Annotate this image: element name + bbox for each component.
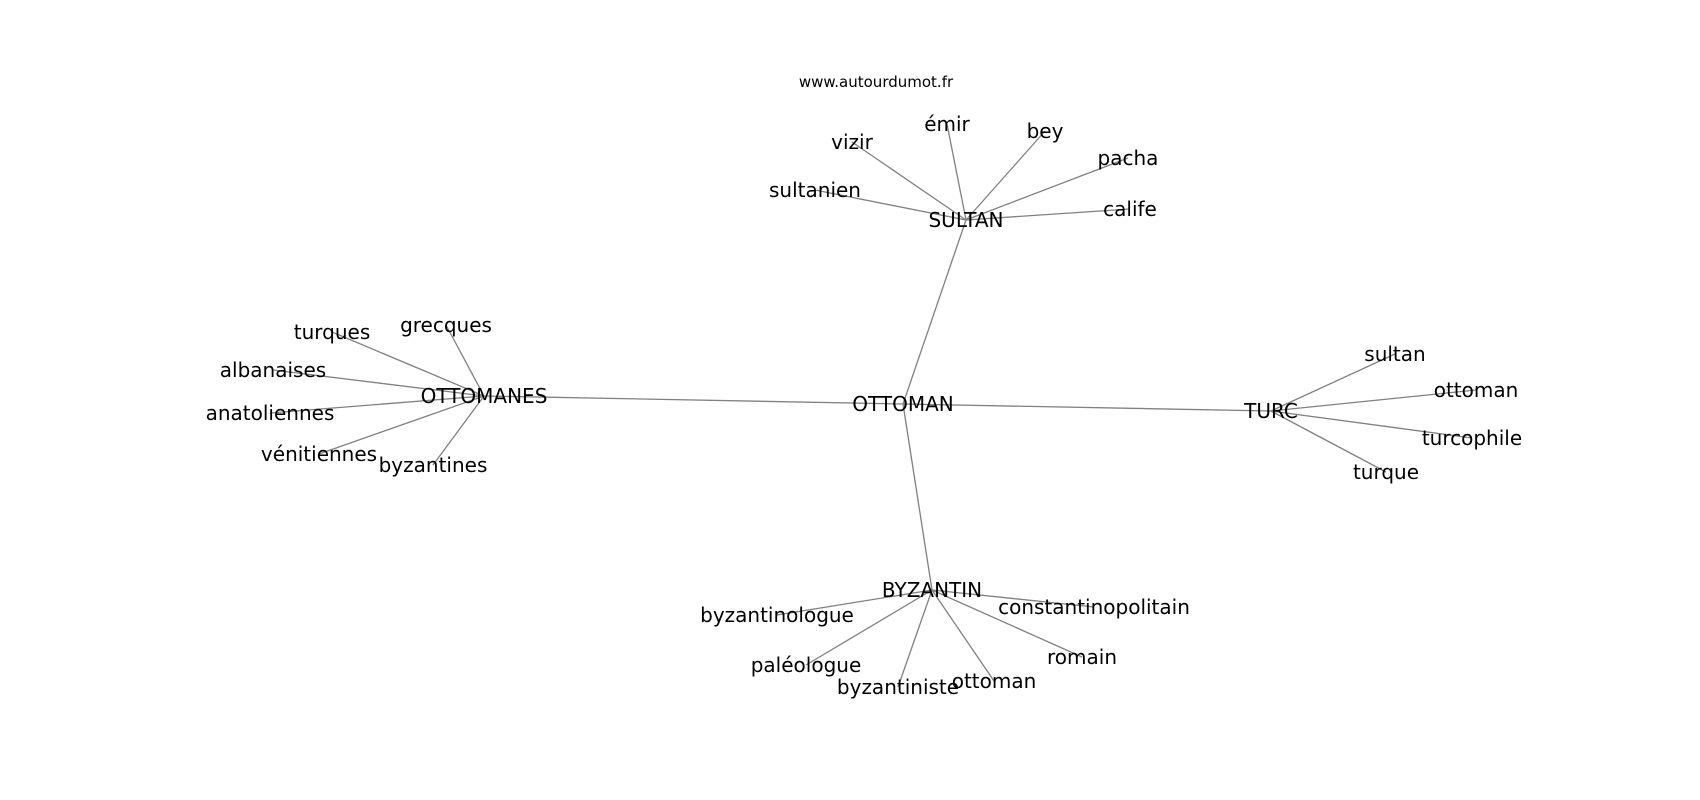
node-turque: turque xyxy=(1353,460,1419,484)
node-ottoman-leaf-byz: ottoman xyxy=(952,669,1037,693)
node-byzantin-hub: BYZANTIN xyxy=(882,578,982,602)
edge-sultan-hub-sultanien xyxy=(814,189,967,221)
edge-ottomanes-hub-albanaises xyxy=(272,369,485,397)
node-sultan-hub: SULTAN xyxy=(928,208,1003,232)
edge-byzantin-hub-byzantiniste xyxy=(897,589,933,688)
node-albanaises: albanaises xyxy=(220,358,326,382)
node-venitiennes: vénitiennes xyxy=(261,442,377,466)
edge-sultan-hub-vizir xyxy=(851,141,967,221)
edge-turc-hub-sultan-leaf xyxy=(1270,353,1396,412)
node-ottomanes-hub: OTTOMANES xyxy=(421,384,548,408)
edge-byzantin-hub-romain xyxy=(931,589,1083,658)
edge-turc-hub-ottoman-leaf-turc xyxy=(1270,389,1477,412)
node-ottoman-center: OTTOMAN xyxy=(852,392,953,416)
node-sultanien: sultanien xyxy=(769,178,861,202)
edge-ottoman-center-byzantin-hub xyxy=(902,403,933,591)
edge-turc-hub-turque xyxy=(1270,410,1387,473)
edge-ottomanes-hub-byzantines xyxy=(432,395,485,466)
node-ottoman-leaf-turc: ottoman xyxy=(1434,378,1519,402)
edge-turc-hub-turcophile xyxy=(1270,410,1473,439)
node-romain: romain xyxy=(1047,645,1117,669)
node-sultan-leaf: sultan xyxy=(1364,342,1425,366)
edge-ottomanes-hub-turques xyxy=(331,331,485,397)
graph-edges xyxy=(269,123,1477,688)
edge-byzantin-hub-paleologue xyxy=(805,589,933,666)
edge-sultan-hub-pacha xyxy=(965,157,1129,221)
edge-sultan-hub-bey xyxy=(965,130,1046,221)
node-bey: bey xyxy=(1027,119,1064,143)
graph-nodes: OTTOMAN SULTAN OTTOMANES TURC BYZANTIN vizir é… xyxy=(206,112,1523,699)
node-turc-hub: TURC xyxy=(1243,399,1298,423)
edge-ottoman-center-ottomanes-hub xyxy=(483,395,904,405)
edge-ottomanes-hub-grecques xyxy=(445,324,485,397)
node-turques: turques xyxy=(294,320,370,344)
node-vizir: vizir xyxy=(831,130,873,154)
credit-text[interactable]: www.autourdumot.fr xyxy=(799,73,954,91)
node-emir: émir xyxy=(924,112,970,136)
node-byzantinologue: byzantinologue xyxy=(700,603,854,627)
node-byzantiniste: byzantiniste xyxy=(837,675,959,699)
edge-ottomanes-hub-anatoliennes xyxy=(269,395,485,414)
node-constantinopolitain: constantinopolitain xyxy=(998,595,1190,619)
node-byzantines: byzantines xyxy=(379,453,488,477)
node-anatoliennes: anatoliennes xyxy=(206,401,335,425)
edge-ottomanes-hub-venitiennes xyxy=(318,395,485,455)
node-grecques: grecques xyxy=(400,313,492,337)
edge-byzantin-hub-byzantinologue xyxy=(776,589,933,616)
edge-sultan-hub-emir xyxy=(946,123,967,221)
edge-ottoman-center-sultan-hub xyxy=(902,219,967,405)
edge-sultan-hub-calife xyxy=(965,208,1131,221)
node-turcophile: turcophile xyxy=(1422,426,1522,450)
node-calife: calife xyxy=(1103,197,1157,221)
node-pacha: pacha xyxy=(1098,146,1159,170)
edge-byzantin-hub-ottoman-leaf-byz xyxy=(931,589,995,682)
edge-byzantin-hub-constantinopolitain xyxy=(931,589,1095,608)
edge-ottoman-center-turc-hub xyxy=(902,403,1272,412)
node-paleologue: paléologue xyxy=(751,653,862,677)
